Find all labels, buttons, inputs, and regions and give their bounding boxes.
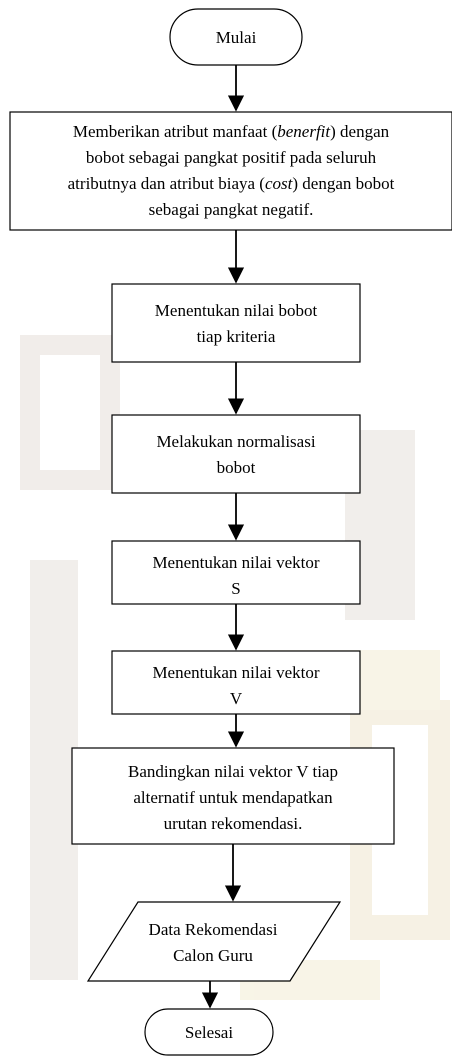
- end-terminal: [144, 1008, 274, 1056]
- step5-line2: V: [230, 689, 243, 708]
- output-line1: Data Rekomendasi: [149, 920, 278, 939]
- step3-line2: bobot: [217, 458, 256, 477]
- start-label: Mulai: [216, 28, 257, 47]
- step1-box: [9, 111, 452, 231]
- step5-box: [111, 650, 361, 715]
- end-label: Selesai: [185, 1023, 233, 1042]
- step1-line3: atributnya dan atribut biaya (cost) deng…: [68, 174, 395, 193]
- step4-box: [111, 540, 361, 605]
- step1-line1: Memberikan atribut manfaat (benerfit) de…: [73, 122, 390, 141]
- step6-line1: Bandingkan nilai vektor V tiap: [128, 762, 338, 781]
- step4-line1: Menentukan nilai vektor: [152, 553, 319, 572]
- output-parallelogram: [86, 901, 342, 982]
- step6-line2: alternatif untuk mendapatkan: [133, 788, 333, 807]
- output-line2: Calon Guru: [173, 946, 253, 965]
- step2-line2: tiap kriteria: [197, 327, 276, 346]
- step4-line2: S: [231, 579, 240, 598]
- step3-line1: Melakukan normalisasi: [156, 432, 315, 451]
- step3-box: [111, 414, 361, 494]
- step2-line1: Menentukan nilai bobot: [155, 301, 318, 320]
- step6-line3: urutan rekomendasi.: [164, 814, 303, 833]
- step2-box: [111, 283, 361, 363]
- step1-line4: sebagai pangkat negatif.: [149, 200, 314, 219]
- step5-line1: Menentukan nilai vektor: [152, 663, 319, 682]
- step6-box: [71, 747, 395, 845]
- step1-line2: bobot sebagai pangkat positif pada selur…: [86, 148, 377, 167]
